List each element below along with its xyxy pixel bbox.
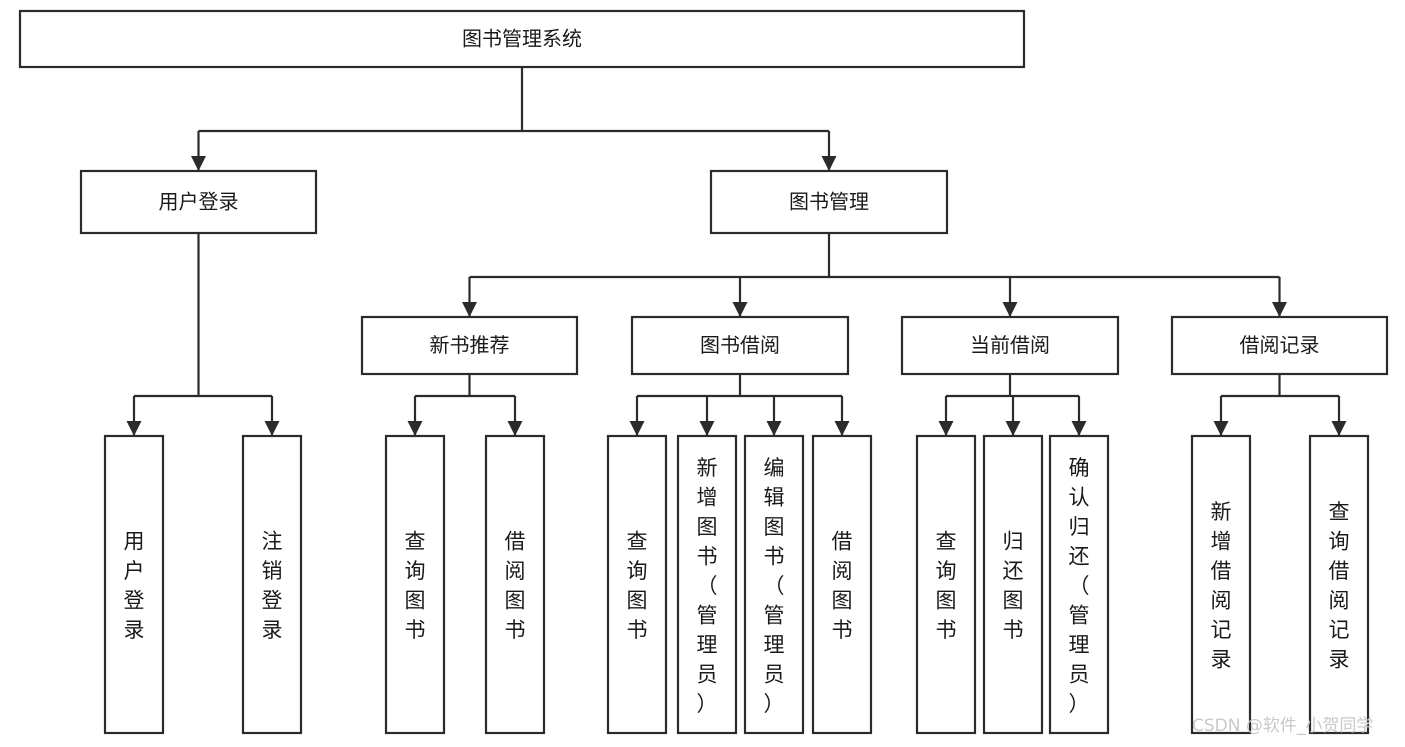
node-box-book-manage <box>709 169 949 235</box>
node-label-leaf-confirm-return: 确认归还（管理员） <box>1069 456 1090 716</box>
node-leaf-borrow-book-1[interactable]: 借阅图书 <box>484 434 546 735</box>
arrow-head-icon <box>938 421 954 436</box>
node-leaf-query-book-1[interactable]: 查询图书 <box>384 434 446 735</box>
node-box-current-borrow <box>900 315 1120 376</box>
node-leaf-query-book-2[interactable]: 查询图书 <box>606 434 668 735</box>
arrow-head-icon <box>407 421 423 436</box>
node-label-leaf-user-login: 用户登录 <box>124 530 145 643</box>
connector-book-borrow <box>629 374 850 436</box>
node-box-borrow-record <box>1170 315 1389 376</box>
node-label-leaf-query-book-3: 查询图书 <box>936 530 957 643</box>
connector-new-book-rec <box>407 374 523 436</box>
node-user-login[interactable]: 用户登录 <box>79 169 318 235</box>
node-label-root: 图书管理系统 <box>462 27 582 51</box>
node-box-leaf-edit-book <box>743 434 805 735</box>
node-current-borrow[interactable]: 当前借阅 <box>900 315 1120 376</box>
node-leaf-user-login[interactable]: 用户登录 <box>103 434 165 735</box>
node-label-leaf-query-book-1: 查询图书 <box>405 530 426 643</box>
node-box-leaf-confirm-return <box>1048 434 1110 735</box>
arrow-head-icon <box>191 156 206 171</box>
node-book-manage[interactable]: 图书管理 <box>709 169 949 235</box>
arrow-head-icon <box>1005 421 1021 436</box>
arrow-head-icon <box>834 421 850 436</box>
node-label-borrow-record: 借阅记录 <box>1240 333 1320 357</box>
node-label-book-borrow: 图书借阅 <box>700 333 780 357</box>
connector-book-manage <box>462 233 1287 317</box>
node-leaf-add-book[interactable]: 新增图书（管理员） <box>676 434 738 735</box>
arrow-head-icon <box>1213 421 1229 436</box>
arrow-head-icon <box>1071 421 1087 436</box>
node-layer: 图书管理系统用户登录图书管理新书推荐图书借阅当前借阅借阅记录用户登录注销登录查询… <box>18 9 1389 735</box>
node-box-leaf-logout <box>241 434 303 735</box>
arrow-head-icon <box>1331 421 1347 436</box>
node-box-book-borrow <box>630 315 850 376</box>
arrow-head-icon <box>264 421 280 436</box>
node-label-book-manage: 图书管理 <box>789 190 869 214</box>
node-label-leaf-edit-book: 编辑图书（管理员） <box>764 456 785 716</box>
node-leaf-add-record[interactable]: 新增借阅记录 <box>1190 434 1252 735</box>
node-label-leaf-borrow-book-1: 借阅图书 <box>505 530 526 643</box>
connector-current-borrow <box>938 374 1087 436</box>
node-leaf-confirm-return[interactable]: 确认归还（管理员） <box>1048 434 1110 735</box>
arrow-head-icon <box>699 421 715 436</box>
node-box-leaf-query-book-1 <box>384 434 446 735</box>
node-label-current-borrow: 当前借阅 <box>970 333 1050 357</box>
node-box-new-book-rec <box>360 315 579 376</box>
arrow-head-icon <box>766 421 782 436</box>
arrow-head-icon <box>126 421 142 436</box>
node-label-leaf-borrow-book-2: 借阅图书 <box>832 530 853 643</box>
arrow-head-icon <box>1272 302 1287 317</box>
watermark-label: CSDN @软件_小贺同学 <box>1192 716 1373 736</box>
arrow-head-icon <box>1002 302 1018 317</box>
node-box-leaf-query-book-2 <box>606 434 668 735</box>
arrow-head-icon <box>629 421 645 436</box>
node-label-user-login: 用户登录 <box>159 190 239 214</box>
node-label-leaf-return-book: 归还图书 <box>1003 530 1024 643</box>
connector-borrow-record <box>1213 374 1347 436</box>
node-label-leaf-query-book-2: 查询图书 <box>627 530 648 643</box>
node-box-leaf-add-book <box>676 434 738 735</box>
node-label-leaf-add-book: 新增图书（管理员） <box>697 456 718 716</box>
arrow-head-icon <box>507 421 523 436</box>
node-leaf-logout[interactable]: 注销登录 <box>241 434 303 735</box>
node-leaf-borrow-book-2[interactable]: 借阅图书 <box>811 434 873 735</box>
node-new-book-rec[interactable]: 新书推荐 <box>360 315 579 376</box>
node-label-leaf-logout: 注销登录 <box>262 530 283 643</box>
arrow-head-icon <box>821 156 837 171</box>
node-root[interactable]: 图书管理系统 <box>18 9 1026 69</box>
node-box-user-login <box>79 169 318 235</box>
arrow-head-icon <box>462 302 477 317</box>
connector-root <box>191 67 837 171</box>
node-box-leaf-query-book-3 <box>915 434 977 735</box>
connector-user-login <box>126 233 280 436</box>
arrow-head-icon <box>732 302 748 317</box>
connector-layer <box>126 67 1347 436</box>
node-box-leaf-user-login <box>103 434 165 735</box>
node-box-leaf-return-book <box>982 434 1044 735</box>
node-label-leaf-add-record: 新增借阅记录 <box>1211 500 1232 672</box>
node-label-leaf-query-record: 查询借阅记录 <box>1329 500 1350 672</box>
node-leaf-query-record[interactable]: 查询借阅记录 <box>1308 434 1370 735</box>
node-leaf-edit-book[interactable]: 编辑图书（管理员） <box>743 434 805 735</box>
node-box-leaf-query-record <box>1308 434 1370 735</box>
node-leaf-return-book[interactable]: 归还图书 <box>982 434 1044 735</box>
node-box-leaf-borrow-book-2 <box>811 434 873 735</box>
node-leaf-query-book-3[interactable]: 查询图书 <box>915 434 977 735</box>
node-box-root <box>18 9 1026 69</box>
node-book-borrow[interactable]: 图书借阅 <box>630 315 850 376</box>
node-box-leaf-borrow-book-1 <box>484 434 546 735</box>
node-label-new-book-rec: 新书推荐 <box>430 333 510 357</box>
node-box-leaf-add-record <box>1190 434 1252 735</box>
node-borrow-record[interactable]: 借阅记录 <box>1170 315 1389 376</box>
